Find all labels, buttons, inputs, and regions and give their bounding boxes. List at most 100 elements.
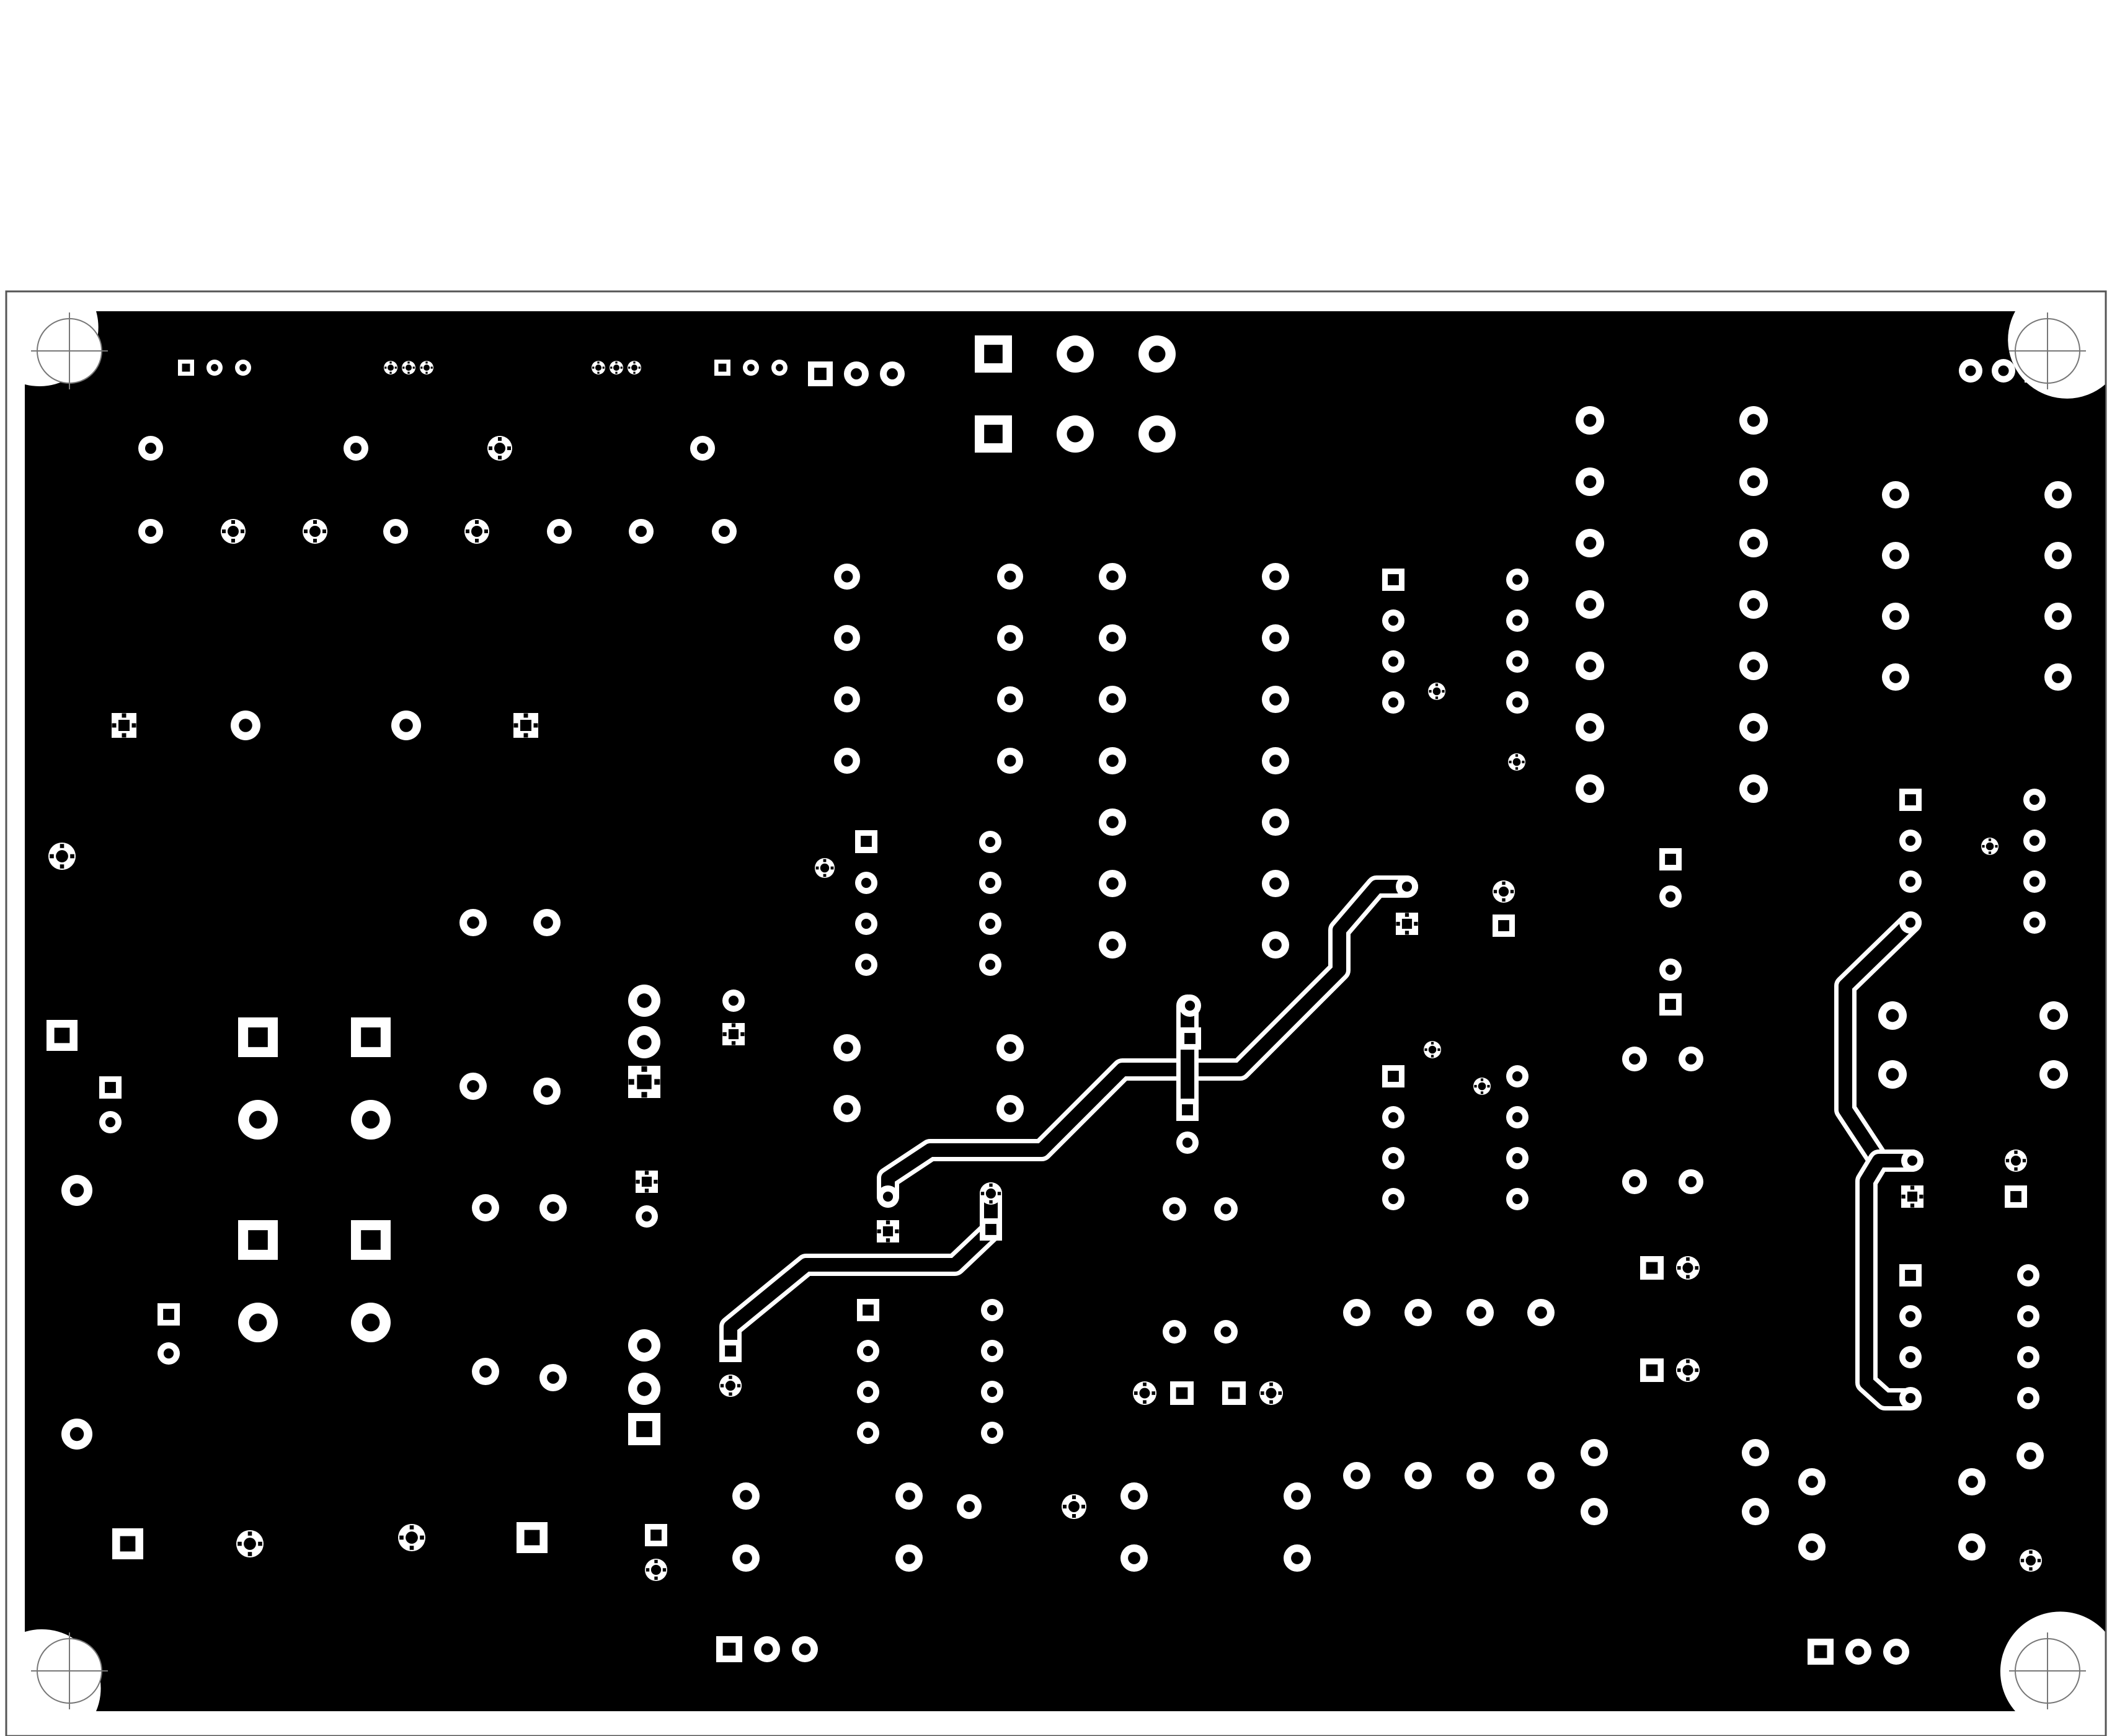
pad-drill <box>361 1230 381 1250</box>
thermal-gap <box>122 713 126 718</box>
pad <box>1581 1498 1608 1525</box>
mounting-hole <box>31 1632 108 1709</box>
pad-drill <box>985 1224 996 1235</box>
pad-drill <box>56 850 68 862</box>
pad <box>1899 789 1922 811</box>
pad-drill <box>163 1348 174 1359</box>
thermal-spoke <box>2029 1567 2033 1571</box>
pad-drill <box>1905 1352 1916 1363</box>
pad-drill <box>595 365 601 371</box>
pad-drill <box>1588 1446 1600 1459</box>
pad-drill <box>987 1345 998 1357</box>
pad <box>238 1017 278 1057</box>
pad <box>158 1303 180 1326</box>
pad <box>895 1482 923 1510</box>
thermal-gap <box>641 1092 647 1098</box>
pad-drill <box>1588 1505 1600 1518</box>
pad <box>628 1026 660 1058</box>
pad <box>1262 747 1289 774</box>
pad-drill <box>985 959 996 970</box>
thermal-gap <box>895 1229 899 1234</box>
pad-drill <box>1747 414 1760 427</box>
pad-drill <box>2023 1270 2034 1281</box>
thermal-spoke <box>420 366 423 369</box>
thermal-gap <box>1910 1185 1915 1190</box>
pad <box>138 519 163 544</box>
thermal-spoke <box>2037 1559 2041 1562</box>
thermal-spoke <box>1515 767 1519 770</box>
pad-drill <box>1351 1469 1363 1482</box>
pad-drill <box>1128 1552 1140 1564</box>
pad <box>472 1358 499 1385</box>
pad-drill <box>861 959 872 970</box>
pad-drill <box>248 1230 268 1250</box>
pad-drill <box>1814 1645 1827 1658</box>
pad-drill <box>1905 835 1916 846</box>
thermal-spoke <box>399 1535 404 1540</box>
thermal-spoke <box>384 366 387 369</box>
pad-drill <box>728 1029 739 1040</box>
thermal-spoke <box>1143 1400 1147 1404</box>
pad-drill <box>69 1183 84 1198</box>
thermal-spoke <box>1995 844 1998 848</box>
pad <box>1259 1381 1283 1405</box>
pad-drill <box>1004 755 1016 767</box>
thermal-gap <box>731 1041 736 1045</box>
thermal-spoke <box>1686 1359 1690 1363</box>
thermal-gap <box>654 1179 658 1184</box>
pad <box>1170 1381 1194 1405</box>
pad <box>754 1636 780 1662</box>
pad-drill <box>1747 475 1760 489</box>
pad <box>231 711 260 740</box>
pad <box>855 954 877 976</box>
pad-drill <box>118 720 130 731</box>
thermal-spoke <box>1269 1382 1273 1386</box>
thermal-spoke <box>1143 1382 1147 1386</box>
pad-drill <box>249 1313 267 1332</box>
pad-drill <box>985 836 996 848</box>
pad-drill <box>1220 1203 1231 1215</box>
thermal-gap <box>885 1220 890 1224</box>
thermal-spoke <box>402 366 405 369</box>
pad-drill <box>1269 816 1282 828</box>
pad <box>1099 624 1126 652</box>
pad <box>1640 1256 1664 1280</box>
pad <box>1739 774 1768 803</box>
pad <box>877 1220 899 1242</box>
thermal-spoke <box>407 371 410 374</box>
pad <box>808 361 833 386</box>
pad <box>1992 359 2015 383</box>
pad <box>719 1340 742 1362</box>
pad-drill <box>613 365 619 371</box>
pad <box>1262 686 1289 713</box>
pad <box>2039 1001 2068 1030</box>
thermal-spoke <box>628 366 631 369</box>
pad-drill <box>1498 886 1509 897</box>
pad-drill <box>637 1074 652 1089</box>
pad-drill <box>1106 816 1119 828</box>
pad <box>877 1185 899 1208</box>
pad <box>997 748 1023 774</box>
pad-drill <box>211 364 218 371</box>
thermal-spoke <box>2014 1167 2018 1171</box>
thermal-spoke <box>412 366 415 369</box>
pad-drill <box>1966 1476 1978 1488</box>
pad <box>2017 1346 2039 1368</box>
pad <box>1099 870 1126 897</box>
pad <box>464 519 489 544</box>
pad <box>714 360 730 376</box>
pad <box>1466 1462 1494 1489</box>
pad-drill <box>244 1538 256 1550</box>
pad <box>384 361 397 374</box>
pad <box>716 1636 742 1662</box>
pad <box>459 1073 487 1100</box>
thermal-gap <box>131 723 136 728</box>
pad <box>743 360 759 376</box>
pad-drill <box>541 1085 553 1097</box>
pad-drill <box>1747 782 1760 795</box>
pad-drill <box>1889 610 1902 622</box>
thermal-spoke <box>489 446 492 450</box>
pad-drill <box>631 365 637 371</box>
pad <box>857 1381 879 1403</box>
component-layer <box>47 335 2072 1665</box>
